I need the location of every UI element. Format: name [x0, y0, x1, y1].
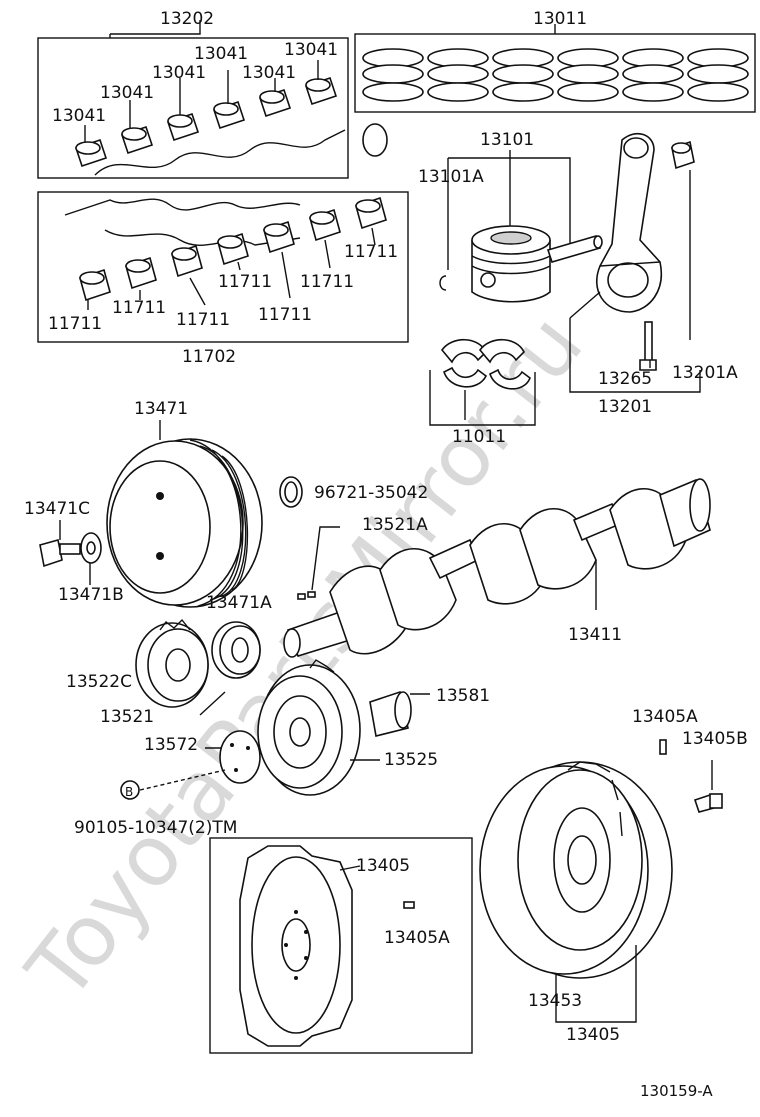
balancer-pulley[interactable] [257, 659, 380, 796]
lower-bearing-set-box[interactable] [37, 191, 409, 343]
crank-timing-sprocket[interactable] [135, 618, 209, 708]
crankshaft-ghost-upper [94, 123, 388, 176]
snap-ring[interactable] [439, 275, 447, 291]
label-B[interactable]: B [125, 785, 133, 799]
label-11711-g[interactable]: 11711 [176, 310, 230, 330]
upper-bearing-set-box[interactable] [37, 20, 349, 179]
label-13521[interactable]: 13521 [100, 707, 154, 727]
bolt-reference[interactable] [120, 747, 226, 800]
piston[interactable] [471, 225, 551, 303]
figure-id: 130159-A [640, 1082, 713, 1100]
label-13265[interactable]: 13265 [598, 369, 652, 389]
label-13521A[interactable]: 13521A [362, 515, 428, 535]
crankshaft[interactable] [283, 478, 711, 658]
piston-bracket [447, 150, 571, 270]
drive-plate-large[interactable] [479, 761, 673, 1023]
label-13201A[interactable]: 13201A [672, 363, 738, 383]
o-ring[interactable] [279, 476, 303, 508]
label-13041-d[interactable]: 13041 [152, 63, 206, 83]
crankshaft-key[interactable] [297, 526, 340, 600]
label-13405A-box[interactable]: 13405A [384, 928, 450, 948]
bolt-13405B[interactable] [693, 760, 723, 813]
lower-shell-leaders [87, 227, 376, 310]
label-13041-c[interactable]: 13041 [242, 63, 296, 83]
label-13041-b[interactable]: 13041 [194, 44, 248, 64]
label-13405B[interactable]: 13405B [682, 729, 748, 749]
pulley-washer[interactable] [59, 520, 102, 585]
label-11702[interactable]: 11702 [182, 347, 236, 367]
label-13525[interactable]: 13525 [384, 750, 438, 770]
flywheel-box[interactable] [209, 837, 473, 1054]
label-13411[interactable]: 13411 [568, 625, 622, 645]
piston-pin[interactable] [546, 235, 603, 263]
label-11711-c[interactable]: 11711 [300, 272, 354, 292]
pulley-bolt[interactable] [39, 538, 81, 568]
rod-bolt[interactable] [639, 321, 657, 371]
upper-shell-leaders [84, 60, 319, 142]
upper-bearing-shells[interactable] [74, 76, 338, 168]
drive-plate[interactable] [219, 730, 261, 784]
label-13101[interactable]: 13101 [480, 130, 534, 150]
label-11011[interactable]: 11011 [452, 427, 506, 447]
label-13471A[interactable]: 13471A [206, 593, 272, 613]
label-13581[interactable]: 13581 [436, 686, 490, 706]
label-90105-10347[interactable]: 90105-10347(2)TM [74, 818, 237, 838]
label-11711-f[interactable]: 11711 [48, 314, 102, 334]
label-13011[interactable]: 13011 [533, 9, 587, 29]
label-13041-a[interactable]: 13041 [284, 40, 338, 60]
conrod-bracket [569, 170, 701, 393]
label-13041-f[interactable]: 13041 [52, 106, 106, 126]
crankshaft-pulley[interactable] [106, 420, 263, 608]
label-13202[interactable]: 13202 [160, 9, 214, 29]
label-13471[interactable]: 13471 [134, 399, 188, 419]
crankshaft-ghost-lower [64, 198, 301, 246]
callout-labels: 13202 13011 13041 13041 13041 13041 1304… [24, 9, 748, 1100]
label-13522C[interactable]: 13522C [66, 672, 132, 692]
label-13201[interactable]: 13201 [598, 397, 652, 417]
label-13471B[interactable]: 13471B [58, 585, 124, 605]
label-13453[interactable]: 13453 [528, 991, 582, 1011]
crank-timing-gear[interactable] [199, 621, 261, 716]
plug[interactable] [369, 690, 430, 737]
label-96721-35042[interactable]: 96721-35042 [314, 483, 428, 503]
label-13405-bottom[interactable]: 13405 [566, 1025, 620, 1045]
label-11711-e[interactable]: 11711 [258, 305, 312, 325]
piston-ring-set-box[interactable] [354, 24, 756, 113]
lower-bearing-shells[interactable] [79, 196, 387, 302]
label-13471C[interactable]: 13471C [24, 499, 90, 519]
label-13405A-top[interactable]: 13405A [632, 707, 698, 727]
connecting-rod[interactable] [595, 132, 663, 313]
label-11711-b[interactable]: 11711 [218, 272, 272, 292]
small-end-bushing[interactable] [671, 140, 695, 170]
conrod-bearing-set[interactable] [429, 338, 536, 426]
pin-13405A[interactable] [659, 739, 667, 755]
label-13041-e[interactable]: 13041 [100, 83, 154, 103]
label-13405-box[interactable]: 13405 [356, 856, 410, 876]
label-11711-d[interactable]: 11711 [112, 298, 166, 318]
label-13101A[interactable]: 13101A [418, 167, 484, 187]
label-13572[interactable]: 13572 [144, 735, 198, 755]
label-11711-a[interactable]: 11711 [344, 242, 398, 262]
